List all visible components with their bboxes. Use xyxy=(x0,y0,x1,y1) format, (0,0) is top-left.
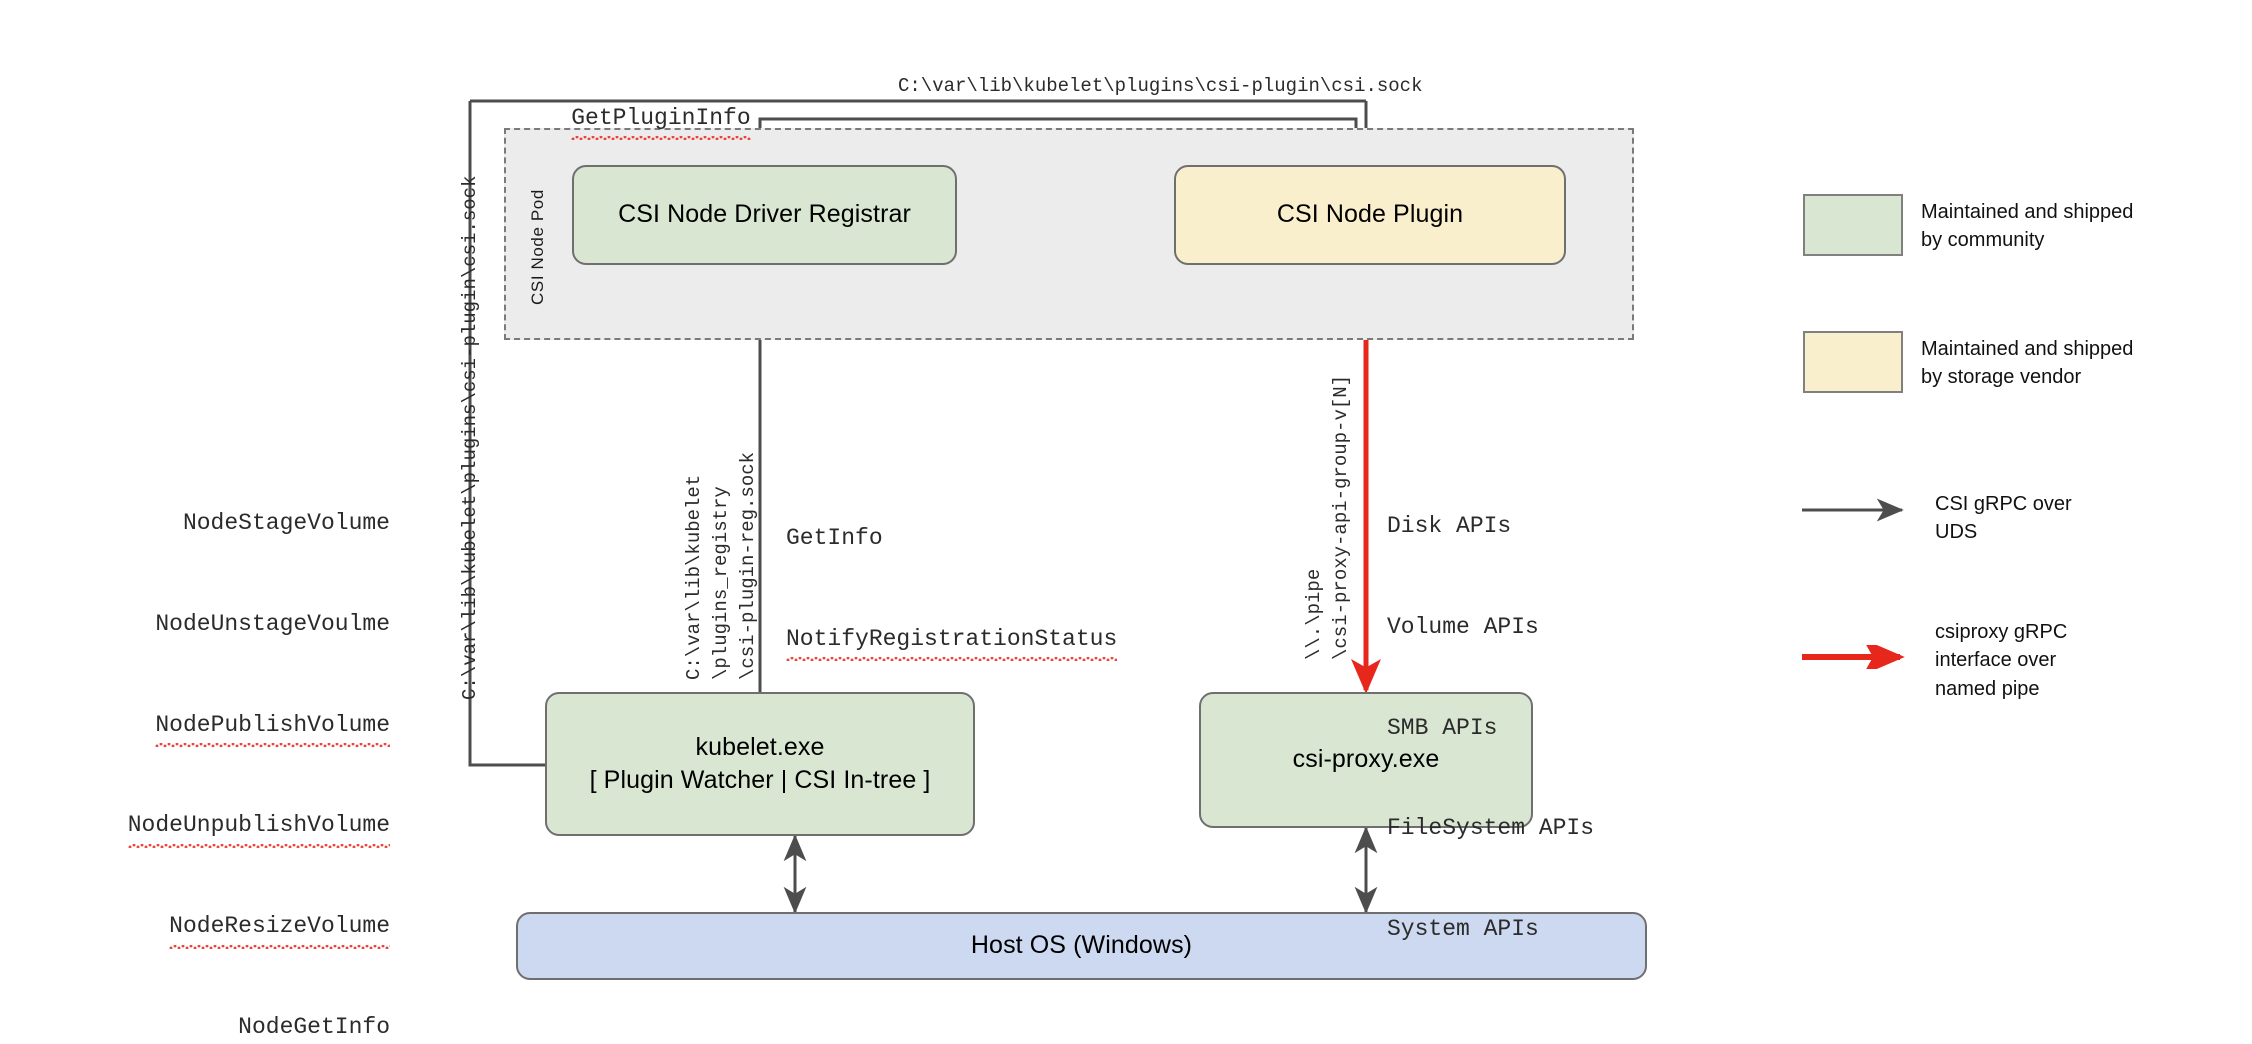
annotation-csi-sock-path-vertical: C:\var\lib\kubelet\plugins\csi-plugin\cs… xyxy=(459,175,481,701)
csi-proxy-api-list: Disk APIs Volume APIs SMB APIs FileSyste… xyxy=(1387,443,1594,1014)
csi-proxy-api-3: FileSystem APIs xyxy=(1387,815,1595,842)
legend-label-vendor: Maintained and shipped by storage vendor xyxy=(1921,338,2134,389)
node-call-0: NodeStageVolume xyxy=(182,510,390,537)
list-item: FileSystem APIs xyxy=(1387,812,1594,846)
registration-call-list: GetInfo NotifyRegistrationStatus xyxy=(786,455,1118,724)
list-item: System APIs xyxy=(1387,913,1594,947)
node-csi-node-driver-registrar[interactable]: CSI Node Driver Registrar xyxy=(572,165,957,265)
legend-swatch-vendor xyxy=(1803,331,1903,393)
list-item: NodePublishVolume xyxy=(90,709,390,747)
csi-node-pod-label: CSI Node Pod xyxy=(528,189,547,305)
node-call-2: NodePublishVolume xyxy=(155,709,390,747)
annotation-csi-sock-path-top: C:\var\lib\kubelet\plugins\csi-plugin\cs… xyxy=(898,75,1423,97)
node-csi-node-driver-registrar-label: CSI Node Driver Registrar xyxy=(618,200,911,229)
list-item: NotifyRegistrationStatus xyxy=(786,623,1118,661)
annotation-get-plugin-info: GetPluginInfo xyxy=(516,68,752,169)
csi-proxy-api-2: SMB APIs xyxy=(1387,714,1498,741)
node-call-5: NodeGetInfo xyxy=(238,1011,390,1044)
list-item: NodeUnpublishVolume xyxy=(90,809,391,848)
legend-label-csiproxy-named-pipe: csiproxy gRPC interface over named pipe xyxy=(1935,621,2068,700)
csi-proxy-api-1: Volume APIs xyxy=(1387,613,1539,640)
list-item: NodeUnstageVoulme xyxy=(90,608,390,642)
node-csi-node-plugin-label: CSI Node Plugin xyxy=(1276,200,1464,229)
annotation-get-plugin-info-text: GetPluginInfo xyxy=(571,102,752,140)
legend-swatch-community xyxy=(1803,194,1903,256)
node-kubelet-exe[interactable]: kubelet.exe [ Plugin Watcher | CSI In-tr… xyxy=(545,692,975,836)
node-csi-proxy-exe-label: csi-proxy.exe xyxy=(1292,745,1440,774)
legend-label-community: Maintained and shipped by community xyxy=(1921,201,2134,252)
annotation-named-pipe-line-0: \\.\pipe xyxy=(1303,568,1325,660)
annotation-reg-sock-line-1: \plugins_registry xyxy=(710,486,732,680)
legend-label-csi-grpc-uds: CSI gRPC over UDS xyxy=(1935,493,2072,544)
list-item: Volume APIs xyxy=(1387,611,1594,645)
node-service-call-list: NodeStageVolume NodeUnstageVoulme NodePu… xyxy=(90,440,391,1044)
list-item: SMB APIs xyxy=(1387,712,1594,746)
list-item: NodeResizeVolume xyxy=(90,910,390,949)
legend-gray-arrow-icon xyxy=(1802,498,1904,522)
list-item: NodeStageVolume xyxy=(90,507,390,541)
list-item: Disk APIs xyxy=(1387,510,1594,544)
node-host-os[interactable]: Host OS (Windows) xyxy=(516,912,1647,980)
csi-proxy-api-4: System APIs xyxy=(1387,916,1539,943)
list-item: GetInfo xyxy=(786,522,1117,556)
annotation-named-pipe-line-1: \csi-proxy-api-group-v[N] xyxy=(1330,374,1352,660)
csi-proxy-api-0: Disk APIs xyxy=(1387,513,1512,540)
node-call-1: NodeUnstageVoulme xyxy=(155,610,390,637)
node-kubelet-exe-label-primary: kubelet.exe xyxy=(695,732,825,761)
node-kubelet-exe-label-secondary: [ Plugin Watcher | CSI In-tree ] xyxy=(589,766,931,794)
legend-red-arrow-icon xyxy=(1802,645,1905,669)
list-item: NodeGetInfo xyxy=(90,1011,390,1044)
node-call-3: NodeUnpublishVolume xyxy=(127,809,391,848)
registration-call-1: NotifyRegistrationStatus xyxy=(786,623,1118,661)
registration-call-0: GetInfo xyxy=(786,525,883,552)
annotation-reg-sock-line-0: C:\var\lib\kubelet xyxy=(683,474,705,680)
annotation-reg-sock-line-2: \csi-plugin-reg.sock xyxy=(737,451,759,680)
node-call-4: NodeResizeVolume xyxy=(169,910,390,949)
node-csi-node-plugin[interactable]: CSI Node Plugin xyxy=(1174,165,1566,265)
node-host-os-label: Host OS (Windows) xyxy=(970,931,1193,960)
node-csi-proxy-exe[interactable]: csi-proxy.exe xyxy=(1199,692,1533,828)
